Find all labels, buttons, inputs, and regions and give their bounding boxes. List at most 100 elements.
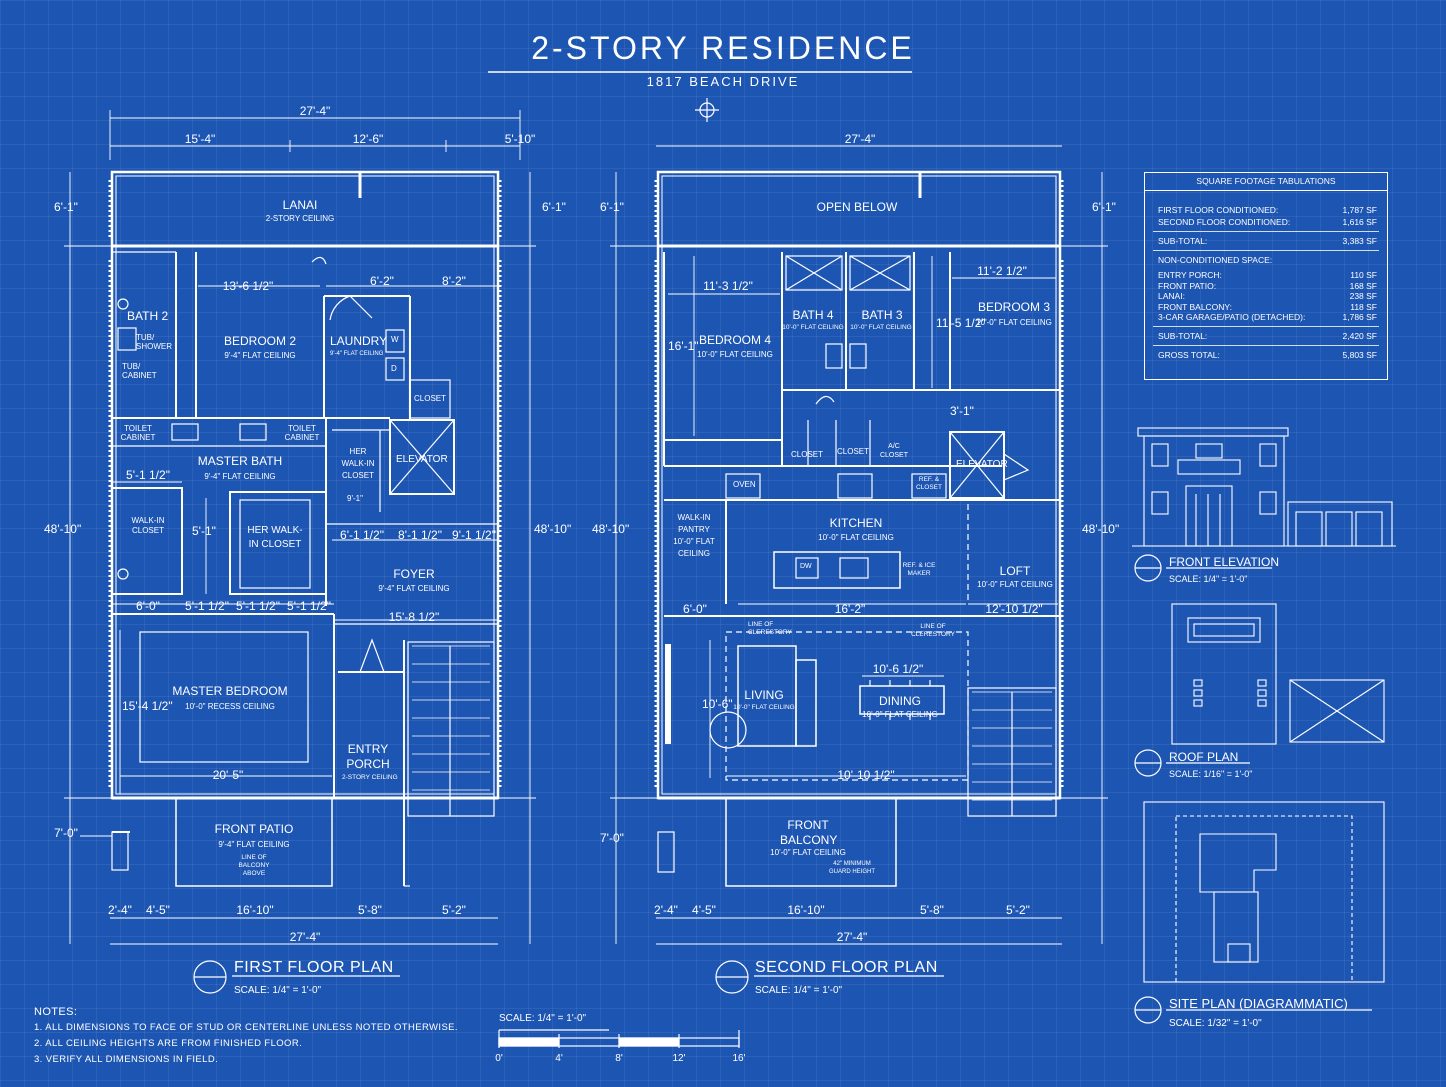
- room-label-her-walkin-1: HER WALK-IN CLOSET: [341, 447, 375, 480]
- dim-ff-top-right: 5'-10": [504, 132, 536, 146]
- room-label-foyer: FOYER: [393, 567, 435, 581]
- north-symbol: [695, 98, 719, 122]
- room-sub-bedroom2: 9'-4" FLAT CEILING: [224, 351, 296, 360]
- sheet-title: 2-STORY RESIDENCE: [531, 30, 915, 66]
- site-plan-drawing: [1143, 801, 1385, 983]
- dim-sf-left-bottom: 7'-0": [600, 831, 624, 845]
- dim-sf-bed3-w: 11'-2 1/2": [977, 264, 1027, 278]
- label-dryer: D: [391, 364, 397, 373]
- sf-row: FRONT BALCONY:118 SF: [1158, 301, 1377, 312]
- label-clerestory-b: LINE OF CLERESTORY: [911, 623, 955, 638]
- label-balcony-above: LINE OF BALCONY ABOVE: [238, 854, 270, 877]
- dim-ff-right-top: 6'-1": [542, 200, 566, 214]
- room-label-bedroom4: BEDROOM 4: [698, 333, 772, 347]
- label-tub-cabinet: TUB/ CABINET: [122, 362, 157, 380]
- room-label-lanai: LANAI: [282, 198, 318, 212]
- label-washer: W: [391, 335, 399, 344]
- sf-subtotal-row: SUB-TOTAL:2,420 SF: [1158, 330, 1377, 341]
- dim-ff-foyer-w: 15'-8 1/2": [388, 610, 440, 624]
- dim-sf-loft-w: 12'-10 1/2": [985, 602, 1043, 616]
- dim-sf-bot-b: 4'-5": [692, 903, 716, 917]
- sheet-subtitle: 1817 BEACH DRIVE: [646, 74, 800, 89]
- label-guard-height: 42" MINIMUM GUARD HEIGHT: [828, 861, 875, 875]
- dim-ff-row-c: 5'-1 1/2": [236, 599, 280, 613]
- dim-ff-bed2-w: 13'-6 1/2": [222, 279, 274, 293]
- room-label-master-bedroom: MASTER BEDROOM: [172, 684, 288, 698]
- room-label-kitchen: KITCHEN: [829, 516, 883, 530]
- dim-sf-pantry-w: 6'-0": [683, 602, 707, 616]
- notes-heading: NOTES:: [34, 1006, 78, 1018]
- roof-plan-title: ROOF PLAN: [1169, 750, 1239, 764]
- scale-bar-label: SCALE: 1/4" = 1'-0": [499, 1013, 587, 1024]
- dim-ff-foyer-b: 8'-1 1/2": [398, 528, 442, 542]
- first-floor-plan-scale: SCALE: 1/4" = 1'-0": [234, 985, 322, 996]
- dim-sf-bed4-w: 11'-3 1/2": [703, 279, 753, 293]
- dim-ff-bot-e: 5'-2": [442, 903, 466, 917]
- room-sub-front-balcony: 10'-0" FLAT CEILING: [770, 848, 846, 857]
- dim-sf-bot-total: 27'-4": [836, 930, 868, 944]
- first-floor-walls: [108, 170, 502, 887]
- label-dishwasher: DW: [800, 563, 812, 570]
- square-footage-table: SQUARE FOOTAGE TABULATIONS FIRST FLOOR C…: [1144, 172, 1388, 380]
- label-ice-maker: REF. & ICE MAKER: [902, 562, 936, 577]
- sf-table-heading: SQUARE FOOTAGE TABULATIONS: [1145, 173, 1387, 191]
- room-label-bedroom3: BEDROOM 3: [977, 300, 1051, 314]
- room-sub-bath3: 10'-0" FLAT CEILING: [850, 324, 912, 331]
- room-sub-living: 10'-0" FLAT CEILING: [733, 704, 795, 711]
- roof-plan-drawing: [1171, 603, 1385, 745]
- dim-sf-bot-a: 2'-4": [654, 903, 678, 917]
- label-oven: OVEN: [733, 480, 756, 489]
- room-label-living: LIVING: [744, 688, 784, 702]
- sf-subtotal-row: SUB-TOTAL:3,383 SF: [1158, 236, 1377, 246]
- room-sub-entry-porch: 2-STORY CEILING: [342, 774, 398, 781]
- dim-ff-left-bottom: 7'-0": [54, 826, 78, 840]
- dim-ff-mb-a: 5'-1 1/2": [126, 468, 170, 482]
- scale-bar-tick: 0': [495, 1053, 503, 1064]
- first-floor-dimension-lines: [64, 110, 536, 945]
- room-label-walkin-closet: WALK-IN CLOSET: [131, 516, 165, 535]
- dim-ff-hwc-h: 9'-1": [347, 494, 363, 503]
- label-clerestory-a: LINE OF CLERESTORY: [748, 621, 792, 636]
- room-label-closet: CLOSET: [414, 394, 447, 403]
- scale-bar-tick: 12': [672, 1053, 686, 1064]
- note-item: 1. ALL DIMENSIONS TO FACE OF STUD OR CEN…: [34, 1022, 458, 1033]
- dim-sf-bot-c: 16'-10": [787, 903, 825, 917]
- dim-ff-mb-b: 5'-1": [192, 524, 216, 538]
- note-item: 3. VERIFY ALL DIMENSIONS IN FIELD.: [34, 1054, 219, 1065]
- second-floor-walls: [654, 170, 1064, 887]
- dim-sf-small: 3'-1": [950, 404, 974, 418]
- dim-sf-living-h: 10'-6": [702, 697, 733, 711]
- front-elevation-drawing: [1132, 427, 1396, 547]
- room-label-bath2: BATH 2: [127, 309, 169, 323]
- room-sub-master-bedroom: 10'-0" RECESS CEILING: [185, 702, 275, 711]
- room-label-closet-a: CLOSET: [791, 450, 824, 459]
- first-floor-plan-title: FIRST FLOOR PLAN: [234, 959, 394, 976]
- room-sub-bedroom4: 10'-0" FLAT CEILING: [697, 350, 773, 359]
- room-sub-dining: 10'-0" FLAT CEILING: [862, 710, 938, 719]
- dim-ff-laundry-w: 6'-2": [370, 274, 394, 288]
- room-label-bedroom2: BEDROOM 2: [223, 334, 297, 348]
- sf-row: LANAI:238 SF: [1158, 291, 1377, 301]
- room-label-elevator-2: ELEVATOR: [956, 459, 1008, 470]
- scale-bar-tick: 8': [615, 1053, 623, 1064]
- room-label-elevator-1: ELEVATOR: [396, 454, 448, 465]
- room-label-dining: DINING: [879, 694, 921, 708]
- scale-bar-tick: 4': [555, 1053, 563, 1064]
- dim-ff-row-b: 5'-1 1/2": [185, 599, 229, 613]
- dim-sf-bot-d: 5'-8": [920, 903, 944, 917]
- front-elevation-scale: SCALE: 1/4" = 1'-0": [1169, 574, 1248, 584]
- dim-ff-closet-w: 8'-2": [442, 274, 466, 288]
- dim-ff-bot-c: 16'-10": [236, 903, 274, 917]
- room-sub-laundry: 9'-4" FLAT CEILING: [330, 351, 384, 357]
- room-label-front-balcony: FRONT BALCONY: [780, 818, 838, 847]
- dim-ff-right-mid: 48'-10": [534, 522, 572, 536]
- dim-sf-right-mid: 48'-10": [1082, 522, 1120, 536]
- dim-ff-mbr-w: 20'-5": [212, 768, 244, 782]
- sf-nonconditioned-heading: NON-CONDITIONED SPACE:: [1158, 255, 1273, 265]
- dim-sf-top-total: 27'-4": [844, 132, 876, 146]
- room-label-master-bath: MASTER BATH: [197, 454, 283, 468]
- roof-plan-scale: SCALE: 1/16" = 1'-0": [1169, 769, 1253, 779]
- dim-ff-bot-a: 2'-4": [108, 903, 132, 917]
- dim-ff-row-a: 6'-0": [136, 599, 160, 613]
